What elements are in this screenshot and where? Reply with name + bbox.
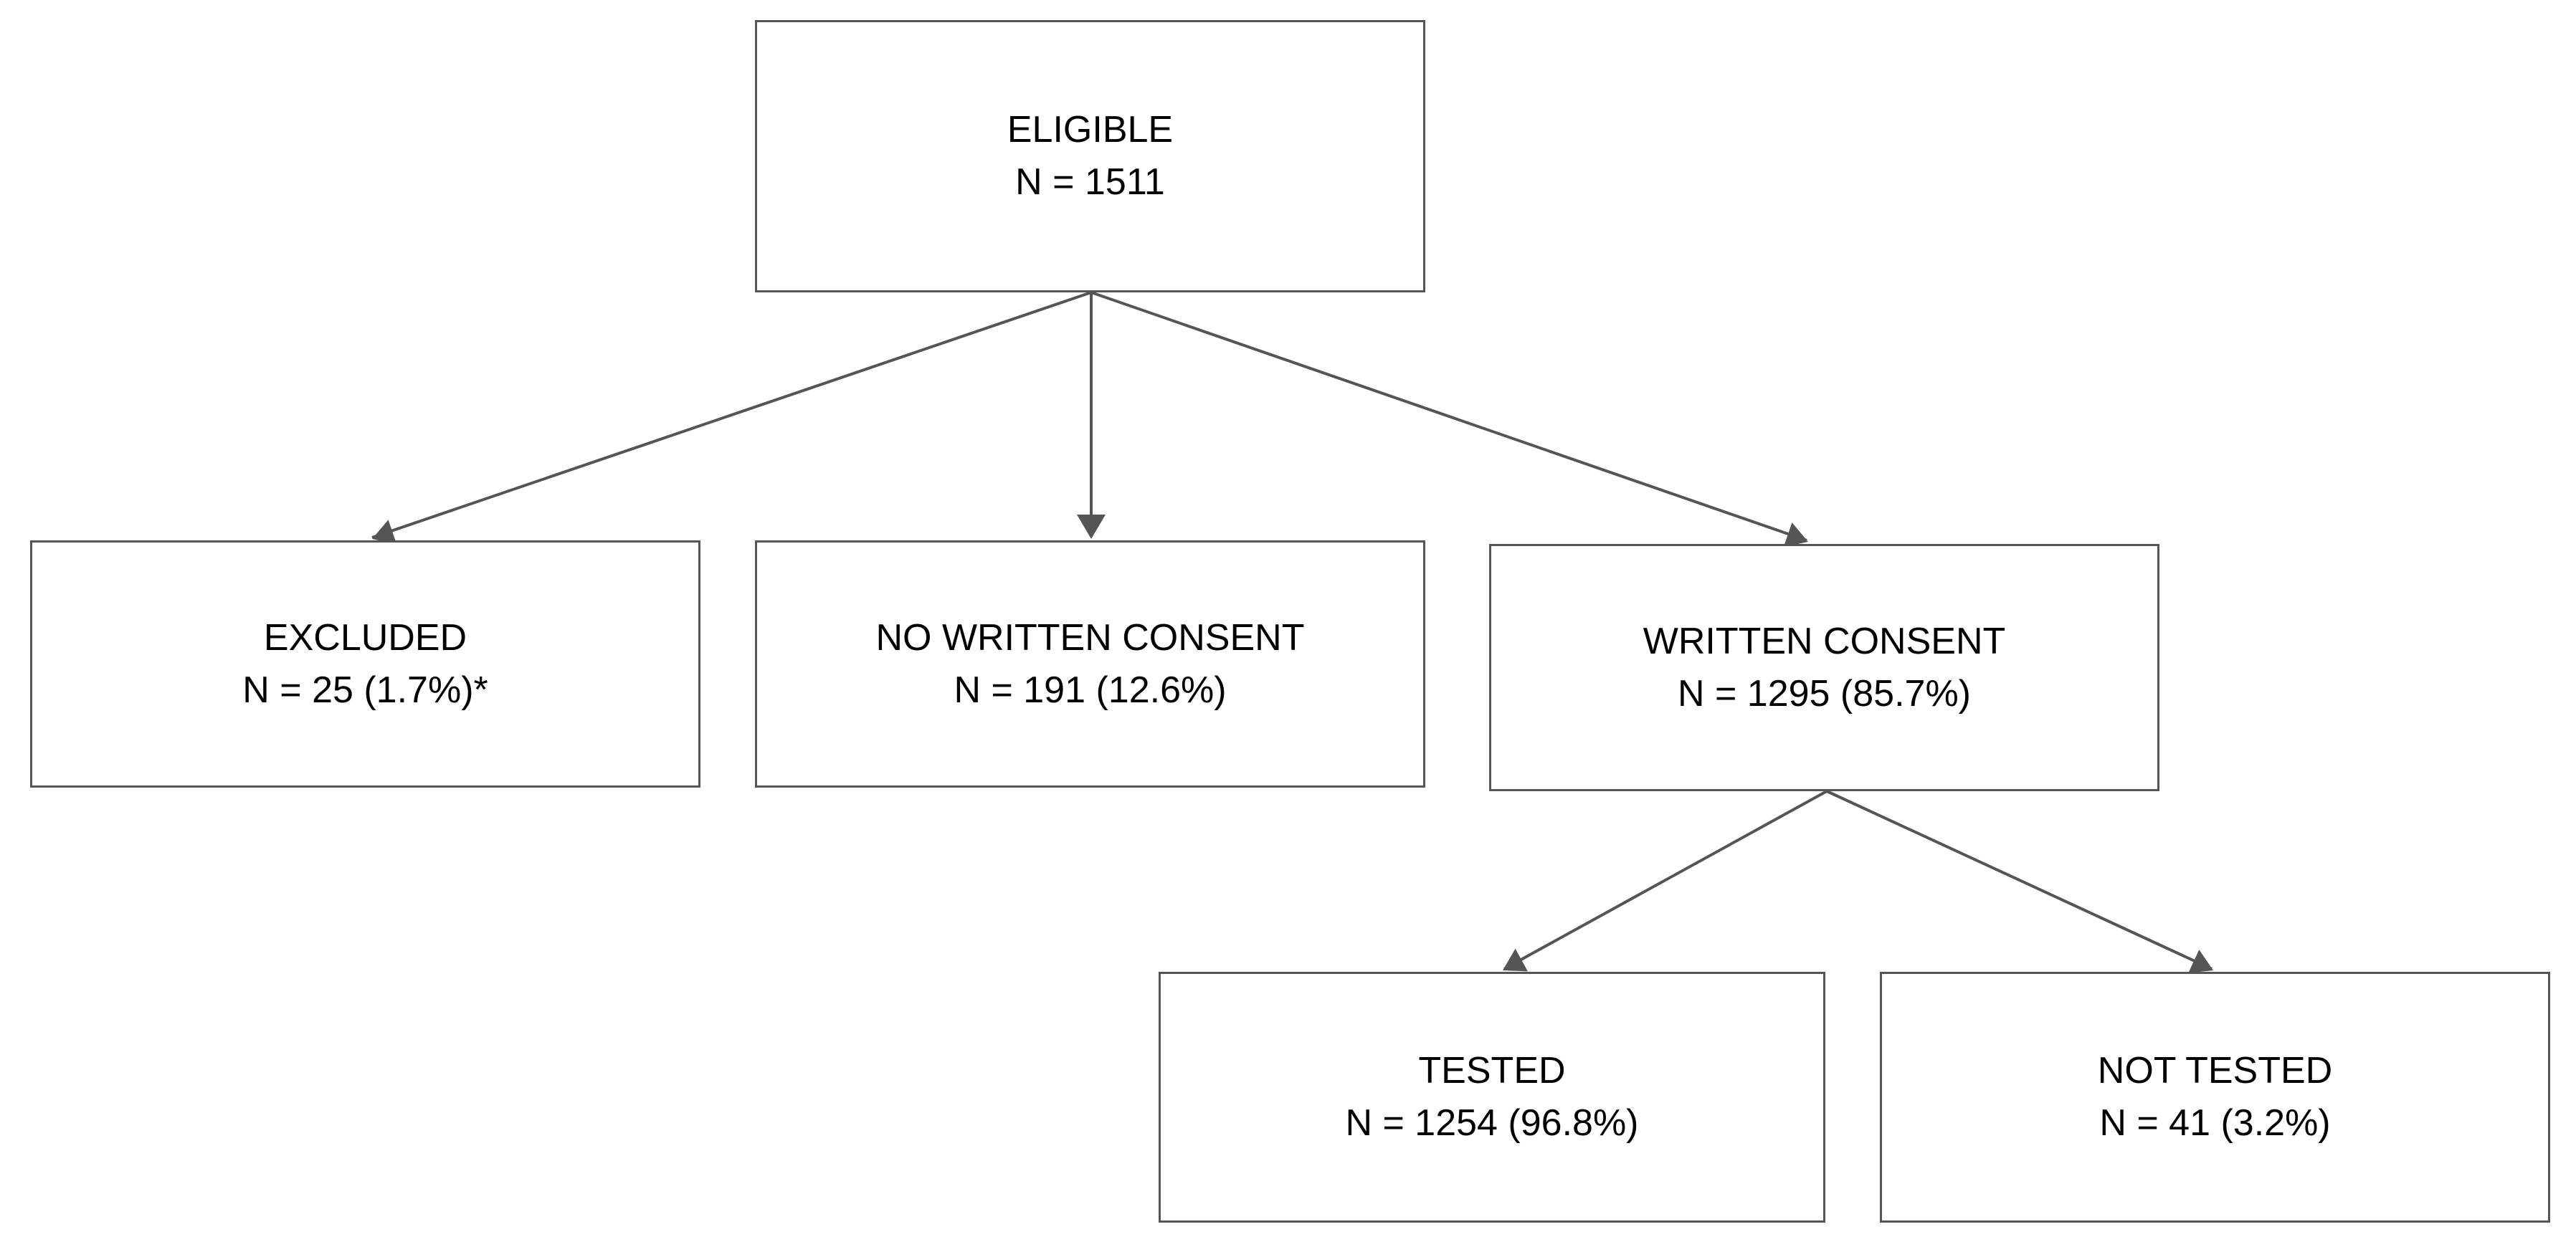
node-eligible-label: ELIGIBLE [1007, 109, 1174, 151]
arrow-eligible-to-consent [1090, 291, 1807, 542]
node-not-tested-count: N = 41 (3.2%) [2099, 1102, 2331, 1144]
node-tested: TESTED N = 1254 (96.8%) [1159, 972, 1825, 1223]
arrowhead-consent [1783, 522, 1808, 548]
node-written-consent-label: WRITTEN CONSENT [1643, 620, 2006, 662]
arrowhead-not-tested [2188, 950, 2213, 973]
arrow-consent-to-tested [1503, 790, 1828, 970]
node-written-consent-count: N = 1295 (85.7%) [1677, 672, 1972, 715]
node-excluded: EXCLUDED N = 25 (1.7%)* [30, 540, 700, 788]
node-not-tested-label: NOT TESTED [2097, 1050, 2333, 1092]
arrowhead-excluded [372, 520, 397, 545]
node-tested-label: TESTED [1418, 1050, 1566, 1092]
node-eligible-count: N = 1511 [1015, 161, 1165, 203]
node-tested-count: N = 1254 (96.8%) [1345, 1102, 1639, 1144]
node-no-written-consent-label: NO WRITTEN CONSENT [875, 616, 1305, 659]
node-no-written-consent: NO WRITTEN CONSENT N = 191 (12.6%) [755, 540, 1425, 788]
node-eligible: ELIGIBLE N = 1511 [755, 20, 1425, 292]
node-written-consent: WRITTEN CONSENT N = 1295 (85.7%) [1489, 544, 2159, 791]
node-excluded-count: N = 25 (1.7%)* [242, 669, 488, 711]
node-excluded-label: EXCLUDED [263, 616, 467, 659]
node-not-tested: NOT TESTED N = 41 (3.2%) [1880, 972, 2550, 1223]
arrowhead-no-consent [1077, 515, 1106, 539]
arrow-consent-to-not-tested [1826, 790, 2213, 970]
arrowhead-tested [1503, 948, 1528, 972]
arrow-eligible-to-excluded [371, 291, 1092, 539]
node-no-written-consent-count: N = 191 (12.6%) [954, 669, 1227, 711]
